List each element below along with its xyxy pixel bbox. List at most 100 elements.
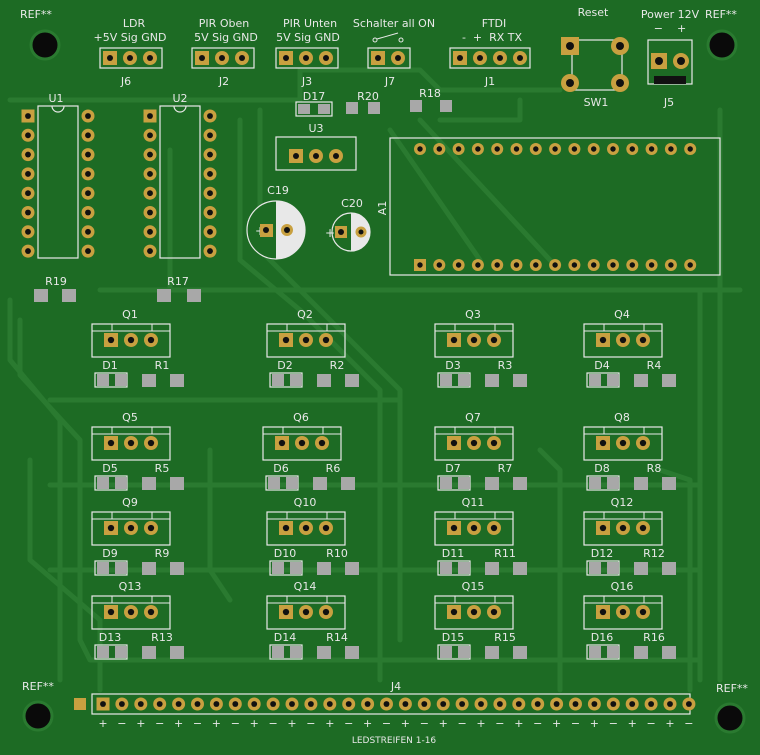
header-j1: FTDI - + RX TX J1 [449,17,531,88]
transistor-ref: Q9 [122,496,138,509]
mount-hole-label-bl: REF** [22,680,54,693]
ic-u1: U1 [21,92,95,259]
j2-ref: J2 [218,75,229,88]
j4-polarity-mark: − [268,717,277,730]
power-j5: Power 12V − + J5 [641,8,700,109]
j3-pins: 5V Sig GND [276,31,340,44]
sw1-ref: SW1 [584,96,609,109]
mount-hole-label-tl: REF** [20,8,52,21]
j4-polarity-mark: − [344,717,353,730]
resistor-ref: R5 [155,462,170,475]
regulator-u3: U3 [275,122,357,171]
diode-ref: D11 [442,547,464,560]
transistor-ref: Q5 [122,411,138,424]
transistor-ref: Q11 [462,496,485,509]
u2-ref: U2 [172,92,187,105]
resistor-ref: R16 [643,631,665,644]
resistor-r19: R19 [34,275,76,302]
j4-polarity-mark: − [684,717,693,730]
r18-ref: R18 [419,87,441,100]
j5-ref: J5 [663,96,674,109]
j7-ref: J7 [384,75,395,88]
diode-ref: D13 [99,631,121,644]
capacitor-c19: C19 + [246,184,306,260]
diode-ref: D3 [445,359,460,372]
resistor-ref: R9 [155,547,170,560]
r17-ref: R17 [167,275,189,288]
diode-ref: D6 [273,462,288,475]
j4-polarity-mark: − [117,717,126,730]
j2-pins: 5V Sig GND [194,31,258,44]
resistor-ref: R13 [151,631,173,644]
j4-polarity-mark: − [306,717,315,730]
j4-polarity-mark: + [590,717,599,730]
resistor-ref: R12 [643,547,665,560]
arduino-a1: A1 [376,137,721,276]
c20-ref: C20 [341,197,363,210]
header-j3: PIR Unten 5V Sig GND J3 [275,17,340,88]
diode-ref: D16 [591,631,613,644]
j5-pins: − + [654,22,686,35]
j4-polarity-mark: + [363,717,372,730]
j6-pins: +5V Sig GND [94,31,167,44]
header-j7: Schalter all ON J7 [353,17,435,88]
diode-ref: D10 [274,547,296,560]
transistor-ref: Q1 [122,308,138,321]
j4-polarity-mark: + [287,717,296,730]
j3-ref: J3 [301,75,312,88]
j4-polarity-mark: − [193,717,202,730]
diode-ref: D14 [274,631,296,644]
j1-pins: - + RX TX [462,31,523,44]
j4-caption: LEDSTREIFEN 1-16 [352,736,437,746]
resistor-r18: R18 [410,87,452,112]
u3-ref: U3 [308,122,323,135]
transistor-ref: Q8 [614,411,630,424]
j4-polarity-mark: + [174,717,183,730]
j4-polarity-mark: − [420,717,429,730]
j4-ref: J4 [390,680,401,693]
mount-hole-label-br: REF** [716,682,748,695]
u1-ref: U1 [48,92,63,105]
j4-polarity-mark: − [646,717,655,730]
j4-polarity-mark: + [552,717,561,730]
resistor-r17: R17 [157,275,201,302]
j4-polarity-mark: − [155,717,164,730]
r20-ref: R20 [357,90,379,103]
transistor-ref: Q4 [614,308,630,321]
j4-polarity-mark: + [665,717,674,730]
diode-ref: D9 [102,547,117,560]
transistor-ref: Q7 [465,411,481,424]
j1-ref: J1 [484,75,495,88]
resistor-ref: R10 [326,547,348,560]
capacitor-c20: C20 + [325,197,371,252]
resistor-r20: R20 [346,90,380,114]
diode-ref: D12 [591,547,613,560]
j4-polarity-mark: + [98,717,107,730]
j4-polarity-mark: + [439,717,448,730]
transistor-ref: Q14 [294,580,317,593]
mount-hole-br [714,702,746,734]
j2-title: PIR Oben [199,17,249,30]
mount-hole-bl [22,700,54,732]
j4-polarity-mark: − [495,717,504,730]
transistor-ref: Q2 [297,308,313,321]
resistor-ref: R8 [647,462,662,475]
transistor-ref: Q16 [611,580,634,593]
a1-ref: A1 [376,201,389,216]
j4-polarity-mark: + [212,717,221,730]
resistor-ref: R15 [494,631,516,644]
